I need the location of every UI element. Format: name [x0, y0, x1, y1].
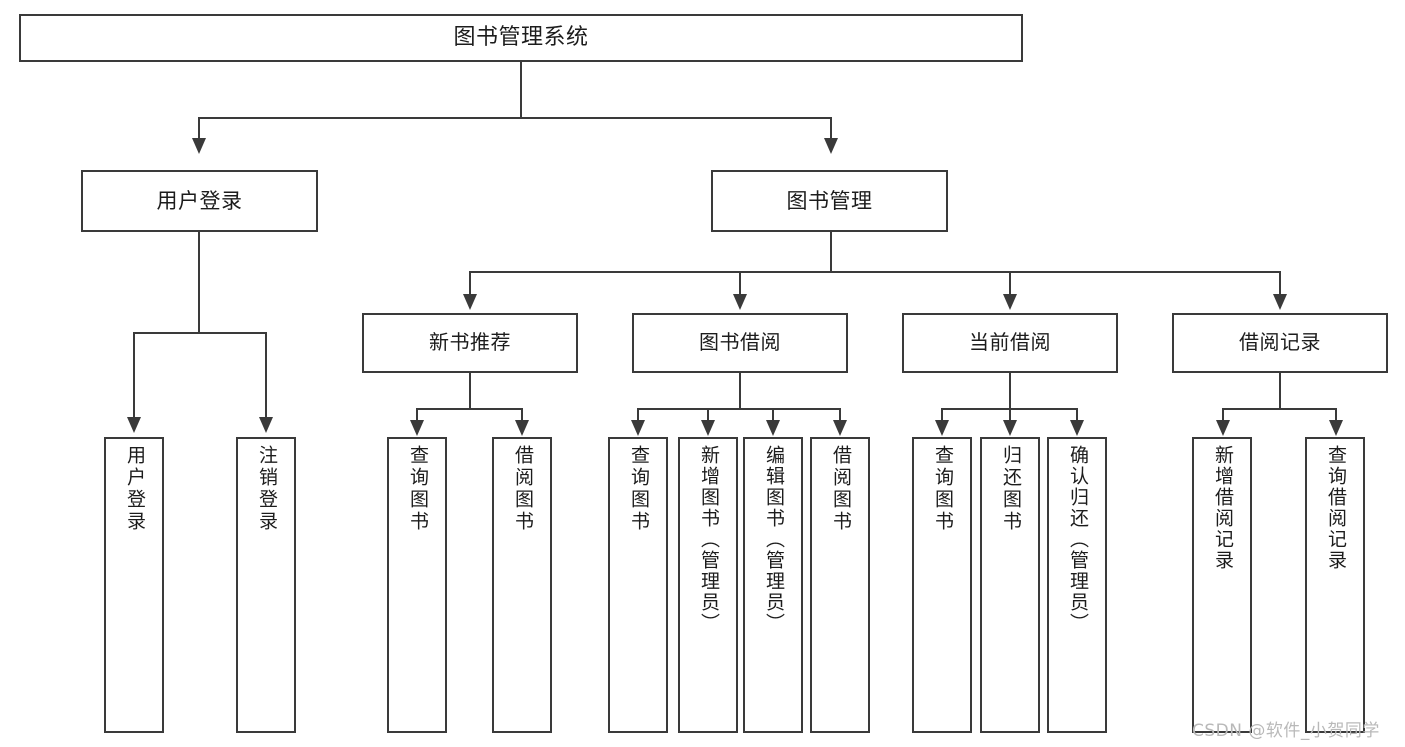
- node-book-borrow[interactable]: 图书借阅: [632, 313, 848, 373]
- connector-leg-user-login: [198, 117, 200, 140]
- leaf-new-book-borrow[interactable]: 借阅图书: [492, 437, 552, 733]
- connector-user-login-trunk: [198, 232, 200, 333]
- leaf-user-login-login[interactable]: 用户登录: [104, 437, 164, 733]
- arrowhead-new-book-recommend: [463, 294, 477, 310]
- connector-leg-leaf-user-login-2: [265, 332, 267, 418]
- node-current-borrow[interactable]: 当前借阅: [902, 313, 1118, 373]
- connector-leg-leaf-br-1: [1222, 408, 1224, 421]
- connector-leg-leaf-bb-2: [707, 408, 709, 421]
- node-label: 查询借阅记录: [1324, 445, 1347, 571]
- leaf-current-borrow-query[interactable]: 查询图书: [912, 437, 972, 733]
- node-label: 归还图书: [999, 445, 1022, 533]
- leaf-current-borrow-confirm-return[interactable]: 确认归还（管理员）: [1047, 437, 1107, 733]
- node-new-book-recommend[interactable]: 新书推荐: [362, 313, 578, 373]
- arrowhead-leaf-bb-2: [701, 420, 715, 436]
- connector-leg-borrow-record: [1279, 271, 1281, 296]
- node-label: 查询图书: [627, 445, 650, 533]
- arrowhead-leaf-cb-2: [1003, 420, 1017, 436]
- node-label: 查询图书: [931, 445, 954, 533]
- connector-leg-current-borrow: [1009, 271, 1011, 296]
- node-label: 当前借阅: [969, 330, 1051, 355]
- leaf-borrow-record-query[interactable]: 查询借阅记录: [1305, 437, 1365, 733]
- arrowhead-book-borrow: [733, 294, 747, 310]
- connector-leg-leaf-cb-3: [1076, 408, 1078, 421]
- leaf-book-borrow-add[interactable]: 新增图书（管理员）: [678, 437, 738, 733]
- arrowhead-leaf-nbr-1: [410, 420, 424, 436]
- node-label: 用户登录: [123, 445, 146, 533]
- arrowhead-leaf-br-1: [1216, 420, 1230, 436]
- connector-user-login-bus: [133, 332, 266, 334]
- leaf-current-borrow-return[interactable]: 归还图书: [980, 437, 1040, 733]
- arrowhead-leaf-user-login-1: [127, 417, 141, 433]
- node-label: 新书推荐: [429, 330, 511, 355]
- node-label: 新增图书（管理员）: [697, 445, 720, 634]
- connector-leg-book-management: [830, 117, 832, 140]
- arrowhead-leaf-br-2: [1329, 420, 1343, 436]
- node-label: 编辑图书（管理员）: [762, 445, 785, 634]
- node-borrow-record[interactable]: 借阅记录: [1172, 313, 1388, 373]
- leaf-book-borrow-query[interactable]: 查询图书: [608, 437, 668, 733]
- connector-leg-leaf-bb-4: [839, 408, 841, 421]
- node-label: 借阅图书: [511, 445, 534, 533]
- node-label: 查询图书: [406, 445, 429, 533]
- connector-level3-bus: [469, 271, 1281, 273]
- connector-leg-leaf-bb-1: [637, 408, 639, 421]
- arrowhead-leaf-user-login-2: [259, 417, 273, 433]
- node-label: 借阅图书: [829, 445, 852, 533]
- connector-leg-leaf-nbr-1: [416, 408, 418, 421]
- connector-root-trunk: [520, 62, 522, 118]
- arrowhead-leaf-cb-3: [1070, 420, 1084, 436]
- node-label: 借阅记录: [1239, 330, 1321, 355]
- connector-current-borrow-trunk: [1009, 373, 1011, 409]
- node-root-book-management-system[interactable]: 图书管理系统: [19, 14, 1023, 62]
- connector-leg-book-borrow: [739, 271, 741, 296]
- node-book-management[interactable]: 图书管理: [711, 170, 948, 232]
- arrowhead-borrow-record: [1273, 294, 1287, 310]
- leaf-user-login-logout[interactable]: 注销登录: [236, 437, 296, 733]
- node-label: 注销登录: [255, 445, 278, 533]
- arrowhead-user-login: [192, 138, 206, 154]
- node-label: 用户登录: [156, 188, 243, 213]
- leaf-book-borrow-borrow[interactable]: 借阅图书: [810, 437, 870, 733]
- arrowhead-leaf-cb-1: [935, 420, 949, 436]
- node-label: 图书借阅: [699, 330, 781, 355]
- connector-new-book-recommend-trunk: [469, 373, 471, 409]
- arrowhead-current-borrow: [1003, 294, 1017, 310]
- node-label: 新增借阅记录: [1211, 445, 1234, 571]
- arrowhead-leaf-bb-4: [833, 420, 847, 436]
- connector-leg-leaf-cb-2: [1009, 408, 1011, 421]
- connector-leg-new-book-recommend: [469, 271, 471, 296]
- connector-leg-leaf-nbr-2: [521, 408, 523, 421]
- arrowhead-leaf-bb-1: [631, 420, 645, 436]
- connector-book-borrow-bus: [637, 408, 840, 410]
- leaf-new-book-query[interactable]: 查询图书: [387, 437, 447, 733]
- node-label: 图书管理: [786, 188, 873, 213]
- node-label: 图书管理系统: [453, 25, 589, 51]
- arrowhead-leaf-bb-3: [766, 420, 780, 436]
- connector-book-management-trunk: [830, 232, 832, 272]
- connector-borrow-record-trunk: [1279, 373, 1281, 409]
- connector-new-book-recommend-bus: [416, 408, 523, 410]
- leaf-borrow-record-add[interactable]: 新增借阅记录: [1192, 437, 1252, 733]
- node-user-login[interactable]: 用户登录: [81, 170, 318, 232]
- connector-leg-leaf-user-login-1: [133, 332, 135, 418]
- connector-leg-leaf-bb-3: [772, 408, 774, 421]
- arrowhead-book-management: [824, 138, 838, 154]
- connector-book-borrow-trunk: [739, 373, 741, 409]
- leaf-book-borrow-edit[interactable]: 编辑图书（管理员）: [743, 437, 803, 733]
- connector-leg-leaf-br-2: [1335, 408, 1337, 421]
- connector-borrow-record-bus: [1222, 408, 1337, 410]
- connector-level2-bus: [198, 117, 832, 119]
- connector-leg-leaf-cb-1: [941, 408, 943, 421]
- arrowhead-leaf-nbr-2: [515, 420, 529, 436]
- node-label: 确认归还（管理员）: [1066, 445, 1089, 634]
